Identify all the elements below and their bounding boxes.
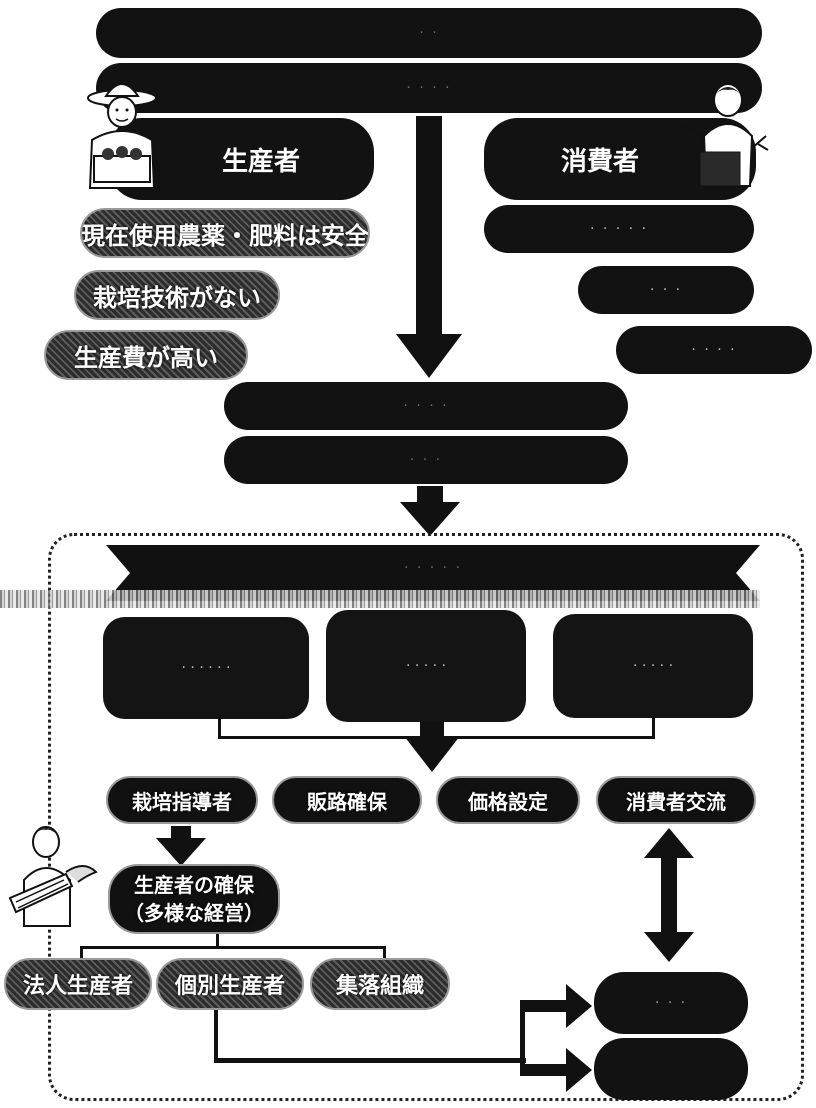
down-arrow-small	[404, 722, 460, 772]
producer-concern-2-text: 栽培技術がない	[93, 283, 261, 312]
types-bracket-left	[80, 946, 83, 962]
top-banner-1: · ·	[96, 8, 762, 58]
producer-secure-line1: 生産者の確保	[134, 873, 254, 897]
right-arrow-lower	[520, 1048, 592, 1092]
farmer-illustration	[87, 83, 157, 189]
producer-type-community: 集落組織	[310, 958, 450, 1010]
action-sales-channel: 販路確保	[272, 776, 422, 824]
ribbon-banner	[106, 545, 760, 601]
measure-box-2-text: · · · · ·	[405, 658, 447, 674]
outlet-upper-text: · · ·	[654, 995, 688, 1011]
producer-role-label: 生産者	[221, 146, 300, 177]
down-arrow-to-secure	[156, 826, 206, 866]
producer-concern-1-text: 現在使用農薬・肥料は安全	[81, 221, 369, 250]
measure-box-3-text: · · · · ·	[632, 658, 674, 674]
consumer-concern-1-text: · · · · ·	[589, 221, 649, 237]
bracket-left	[218, 714, 221, 738]
action-pricing-text: 価格設定	[468, 789, 548, 814]
top-banner-2: · · · ·	[96, 63, 762, 113]
double-arrow-vertical	[644, 828, 694, 962]
producer-concern-3: 生産費が高い	[44, 330, 248, 380]
noise-strip	[0, 590, 760, 608]
producer-type-community-text: 集落組織	[335, 974, 424, 999]
types-bracket-right	[383, 946, 386, 962]
producer-type-individual-text: 個別生産者	[174, 974, 285, 999]
action-consumer-exchange-text: 消費者交流	[626, 789, 726, 814]
consumer-concern-3-text: · · · ·	[691, 342, 737, 358]
measure-box-2: · · · · ·	[326, 610, 526, 722]
middle-banner-1: · · · ·	[224, 382, 628, 430]
action-sales-channel-text: 販路確保	[307, 789, 387, 814]
action-instructor: 栽培指導者	[106, 776, 258, 824]
action-consumer-exchange: 消費者交流	[596, 776, 756, 824]
measure-box-1: · · · · · ·	[103, 617, 309, 719]
flow-horizontal	[214, 1058, 526, 1063]
middle-banner-2: · · ·	[224, 436, 628, 484]
consumer-concern-2-text: · · ·	[649, 282, 683, 298]
outlet-lower	[594, 1038, 748, 1100]
action-instructor-text: 栽培指導者	[132, 789, 232, 814]
producer-type-corporate-text: 法人生産者	[22, 974, 133, 999]
producer-concern-1: 現在使用農薬・肥料は安全	[80, 208, 370, 258]
producer-secure-line2: （多様な経営）	[124, 901, 264, 925]
farmer-with-crops-illustration	[8, 826, 98, 927]
middle-banner-2-text: · · ·	[409, 452, 443, 468]
measure-box-3: · · · · ·	[553, 614, 753, 718]
top-banner-1-text: · ·	[419, 25, 439, 41]
right-arrow-upper	[520, 984, 592, 1028]
flow-stem	[214, 1010, 218, 1062]
consumer-concern-1: · · · · ·	[484, 205, 754, 253]
producer-concern-2: 栽培技術がない	[74, 270, 280, 320]
middle-banner-1-text: · · · ·	[403, 398, 449, 414]
action-pricing: 価格設定	[436, 776, 580, 824]
producer-type-individual: 個別生産者	[156, 958, 304, 1010]
consumer-role-label: 消費者	[560, 146, 639, 177]
producer-concern-3-text: 生産費が高い	[74, 343, 218, 372]
flow-vertical	[520, 1003, 525, 1073]
types-bracket-top	[80, 946, 386, 949]
consumer-concern-2: · · ·	[578, 266, 754, 314]
outlet-upper: · · ·	[594, 972, 748, 1034]
ribbon-text: · · · · ·	[403, 560, 463, 576]
measure-box-1-text: · · · · · ·	[181, 660, 231, 676]
producer-type-corporate: 法人生産者	[4, 958, 152, 1010]
types-stem	[216, 934, 219, 948]
consumer-concern-3: · · · ·	[616, 326, 812, 374]
down-arrow-large	[396, 116, 462, 378]
top-banner-2-text: · · · ·	[406, 80, 452, 96]
producer-secure-pill: 生産者の確保 （多様な経営）	[108, 864, 280, 934]
measures-frame	[48, 533, 804, 1101]
shopper-illustration	[677, 83, 769, 187]
down-arrow-medium	[400, 486, 460, 536]
bracket-right	[652, 714, 655, 738]
